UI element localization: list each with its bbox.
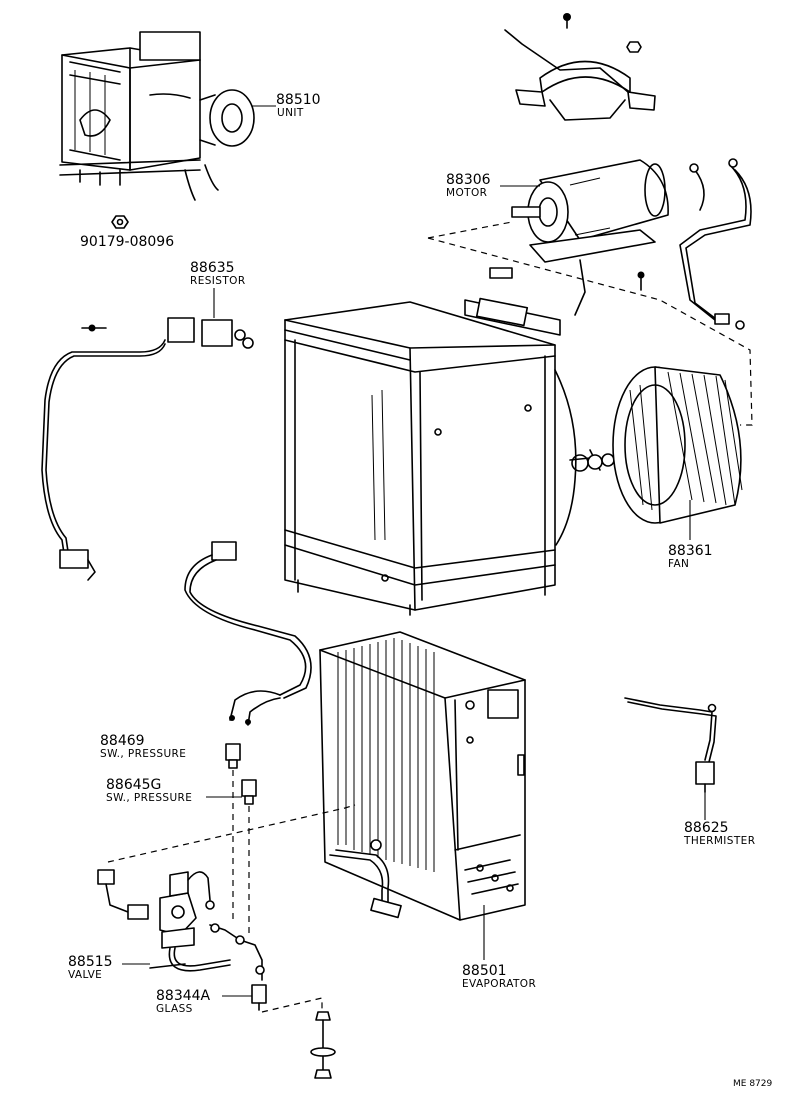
sw1-number: 88469 bbox=[100, 733, 145, 749]
unit-name: UNIT bbox=[277, 107, 304, 119]
sight-glass-drawing bbox=[251, 984, 267, 1011]
fitting-drawing bbox=[310, 1011, 336, 1079]
thermister-number: 88625 bbox=[684, 820, 729, 836]
glass-name: GLASS bbox=[156, 1003, 193, 1015]
nut-number: 90179-08096 bbox=[80, 234, 174, 250]
nut-drawing bbox=[111, 215, 129, 229]
resistor-drawing bbox=[41, 317, 254, 581]
motor-name: MOTOR bbox=[446, 187, 487, 199]
fan-drawing bbox=[612, 366, 743, 524]
thermister-drawing bbox=[624, 697, 717, 793]
unit-drawing bbox=[59, 31, 255, 201]
housing-drawing bbox=[284, 297, 615, 616]
sw2-number: 88645G bbox=[106, 777, 161, 793]
resistor-number: 88635 bbox=[190, 260, 235, 276]
glass-number: 88344A bbox=[156, 988, 211, 1004]
sw1-name: SW., PRESSURE bbox=[100, 748, 186, 760]
evaporator-number: 88501 bbox=[462, 963, 507, 979]
motor-number: 88306 bbox=[446, 172, 491, 188]
valve-number: 88515 bbox=[68, 954, 113, 970]
pressure-switch-2-drawing bbox=[241, 779, 257, 805]
resistor-name: RESISTOR bbox=[190, 275, 246, 287]
evaporator-name: EVAPORATOR bbox=[462, 978, 536, 990]
strap-bracket-drawing bbox=[504, 13, 656, 121]
fan-number: 88361 bbox=[668, 543, 713, 559]
fan-name: FAN bbox=[668, 558, 689, 570]
unit-number: 88510 bbox=[276, 92, 321, 108]
evaporator-drawing bbox=[319, 631, 526, 921]
pressure-switch-1-drawing bbox=[225, 743, 241, 769]
valve-drawing bbox=[97, 869, 265, 981]
harness-drawing bbox=[184, 541, 312, 726]
valve-name: VALVE bbox=[68, 969, 102, 981]
sw2-name: SW., PRESSURE bbox=[106, 792, 192, 804]
diagram-caption: ME 8729 bbox=[733, 1079, 772, 1089]
thermister-name: THERMISTER bbox=[683, 835, 755, 847]
motor-drawing bbox=[489, 158, 752, 330]
